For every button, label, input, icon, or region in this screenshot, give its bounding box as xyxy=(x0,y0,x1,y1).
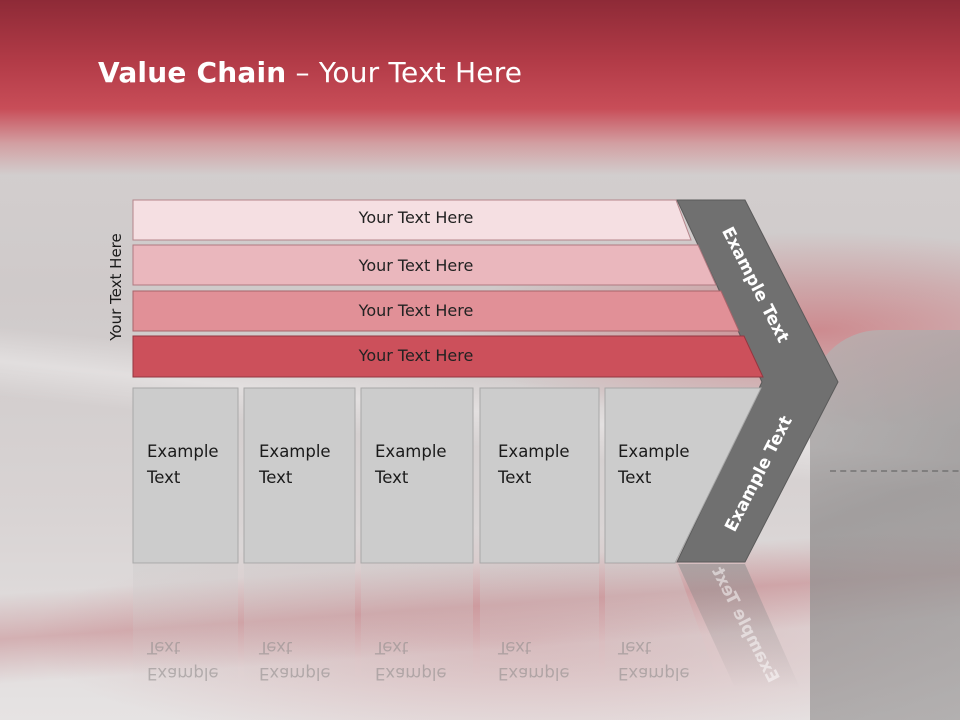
box-2-line2: Text xyxy=(259,468,293,487)
box-3-reflection-line1: Example xyxy=(375,664,447,683)
box-2-reflection-line1: Example xyxy=(259,664,331,683)
header-band xyxy=(0,0,960,175)
bar-4-label: Your Text Here xyxy=(358,346,474,365)
box-2 xyxy=(243,387,356,564)
box-5-label-reflection: Example Text xyxy=(618,634,690,686)
box-5 xyxy=(604,387,762,564)
arrow-reflection xyxy=(678,564,800,688)
box-reflection-5 xyxy=(605,564,720,688)
box-3-line1: Example xyxy=(375,442,447,461)
bar-1 xyxy=(132,199,692,241)
box-4-line2: Text xyxy=(498,468,532,487)
box-1-reflection-line2: Text xyxy=(147,638,181,657)
box-3 xyxy=(360,387,474,564)
box-4-line1: Example xyxy=(498,442,570,461)
box-2-line1: Example xyxy=(259,442,331,461)
box-1-line2: Text xyxy=(147,468,181,487)
box-reflection-3 xyxy=(361,564,473,688)
box-4-reflection-line1: Example xyxy=(498,664,570,683)
bar-3 xyxy=(132,290,740,332)
box-reflection-4 xyxy=(480,564,599,688)
box-5-reflection-line2: Text xyxy=(618,638,652,657)
box-4-reflection-line2: Text xyxy=(498,638,532,657)
bar-3-label: Your Text Here xyxy=(358,301,474,320)
box-1-label-reflection: Example Text xyxy=(147,634,219,686)
box-3-reflection-line2: Text xyxy=(375,638,409,657)
box-4-label-reflection: Example Text xyxy=(498,634,570,686)
bar-1-label: Your Text Here xyxy=(358,208,474,227)
box-3-line2: Text xyxy=(375,468,409,487)
box-1 xyxy=(132,387,239,564)
background-stitching xyxy=(830,470,960,472)
box-reflection-1 xyxy=(133,564,238,688)
bar-2 xyxy=(132,244,717,286)
box-1-line1: Example xyxy=(147,442,219,461)
title-bold: Value Chain xyxy=(98,56,287,89)
background-armrest xyxy=(810,330,960,720)
box-5-line2: Text xyxy=(618,468,652,487)
title-rest: – Your Text Here xyxy=(286,56,523,89)
bar-2-label: Your Text Here xyxy=(358,256,474,275)
bar-4 xyxy=(132,335,764,378)
box-5-reflection-line1: Example xyxy=(618,664,690,683)
slide-title: Value Chain – Your Text Here xyxy=(98,56,522,89)
box-5-line1: Example xyxy=(618,442,690,461)
box-4 xyxy=(479,387,600,564)
box-2-reflection-line2: Text xyxy=(259,638,293,657)
box-1-reflection-line1: Example xyxy=(147,664,219,683)
box-reflection-2 xyxy=(244,564,355,688)
box-3-label-reflection: Example Text xyxy=(375,634,447,686)
box-2-label-reflection: Example Text xyxy=(259,634,331,686)
chevron-arrow xyxy=(676,199,839,563)
